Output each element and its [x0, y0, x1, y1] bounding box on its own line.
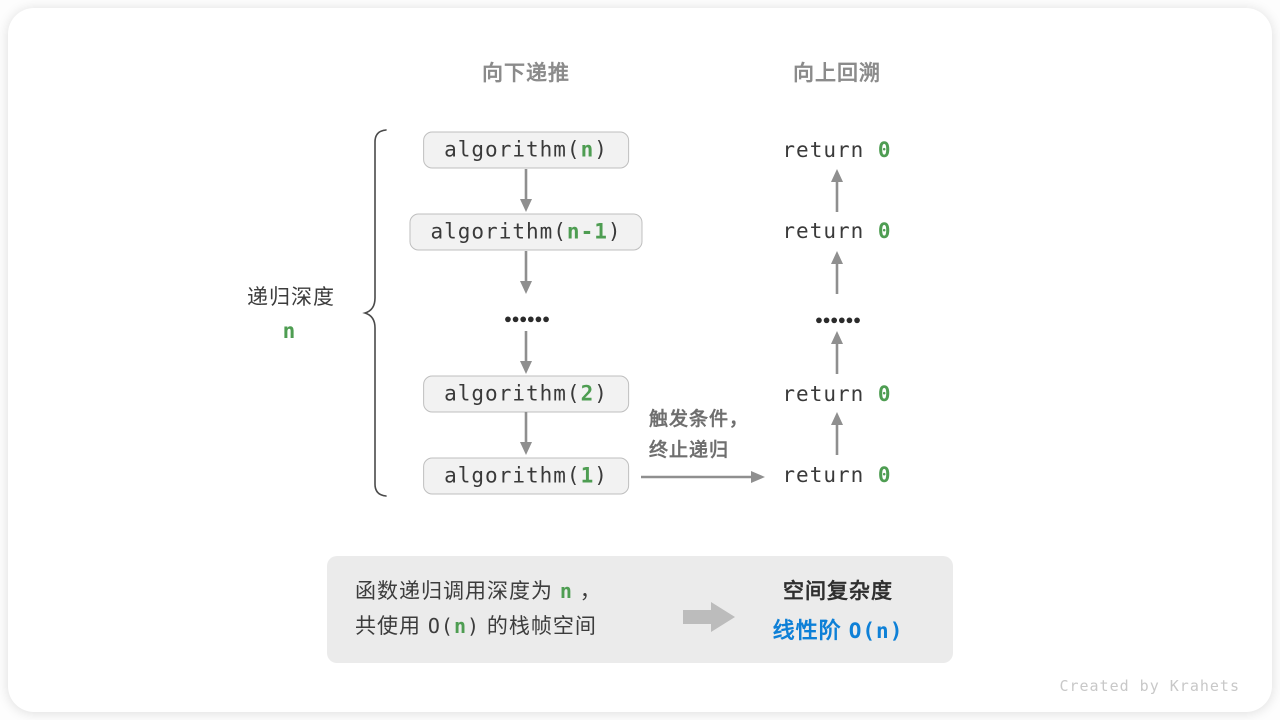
block-arrow-icon: [683, 602, 735, 632]
call-code: algorithm(1): [444, 463, 608, 488]
right-arrow-icon: [641, 471, 765, 483]
down-arrow-icon: [520, 331, 532, 374]
space-complexity-title: 空间复杂度: [782, 580, 893, 603]
up-arrow-icon: [831, 251, 843, 294]
up-arrow-icon: [831, 169, 843, 212]
recursion-depth-label: 递归深度: [247, 286, 335, 309]
return-statement: return 0: [782, 463, 892, 487]
down-arrow-icon: [520, 251, 532, 294]
trigger-condition-label: 触发条件， 终止递归: [649, 409, 750, 461]
call-code: algorithm(2): [444, 381, 608, 406]
call-code: algorithm(n): [444, 137, 608, 162]
space-complexity-value: 线性阶 O(n): [772, 618, 904, 643]
down-arrow-icon: [520, 169, 532, 212]
downward-recursion-header: 向下递推: [482, 62, 570, 85]
up-arrow-icon: [831, 412, 843, 455]
left-ellipsis-dots: ••••••: [503, 310, 551, 330]
summary-result: 空间复杂度 线性阶 O(n): [773, 575, 904, 645]
return-statement: return 0: [782, 382, 892, 406]
summary-panel: 函数递归调用深度为 n ， 共使用 O(n) 的栈帧空间 空间复杂度 线性阶 O…: [327, 556, 953, 663]
recursion-depth-variable: n: [282, 319, 296, 343]
return-statement: return 0: [782, 219, 892, 243]
down-arrow-icon: [520, 412, 532, 455]
curly-brace-icon: [362, 129, 387, 497]
call-box-1: algorithm(1): [423, 457, 629, 495]
summary-text: 函数递归调用深度为 n ， 共使用 O(n) 的栈帧空间: [355, 579, 602, 638]
call-box-2: algorithm(2): [423, 375, 629, 413]
call-box-n-1: algorithm(n-1): [409, 213, 643, 251]
call-code: algorithm(n-1): [430, 219, 622, 244]
call-box-n: algorithm(n): [423, 131, 629, 169]
up-arrow-icon: [831, 331, 843, 374]
return-statement: return 0: [782, 138, 892, 162]
upward-backtrack-header: 向上回溯: [793, 62, 881, 85]
credit-text: Created by Krahets: [1059, 677, 1240, 695]
right-ellipsis-dots: ••••••: [814, 311, 862, 331]
